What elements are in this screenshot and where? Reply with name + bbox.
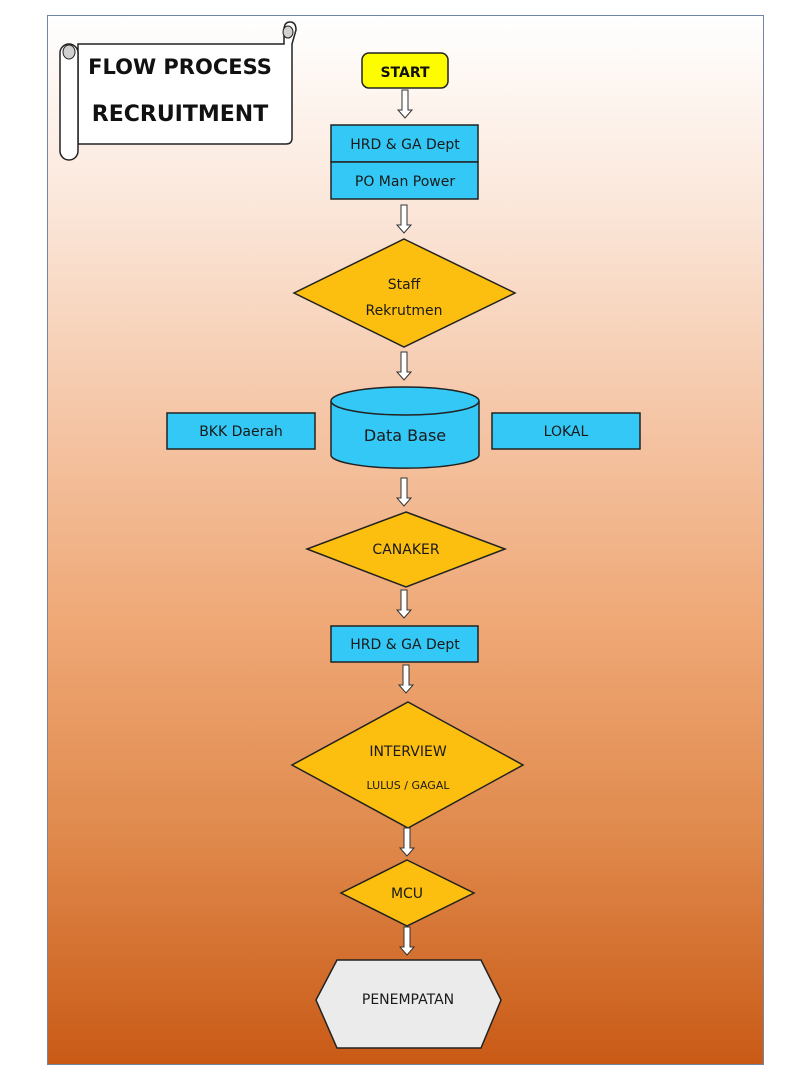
hrd-top-label: HRD & GA Dept	[350, 137, 460, 153]
penempatan-terminal[interactable]: PENEMPATAN	[315, 959, 502, 1049]
database-label: Data Base	[364, 426, 446, 445]
penempatan-label: PENEMPATAN	[362, 992, 454, 1008]
start-label: START	[380, 65, 430, 81]
interview-decision[interactable]: INTERVIEW LULUS / GAGAL	[290, 701, 525, 829]
title-scroll: FLOW PROCESS RECRUITMENT	[59, 21, 297, 161]
po-man-power-label: PO Man Power	[355, 174, 455, 190]
title-line2: RECRUITMENT	[92, 102, 268, 127]
arrow-icon	[399, 827, 415, 857]
bkk-daerah-node[interactable]: BKK Daerah	[166, 412, 316, 450]
mcu-decision[interactable]: MCU	[339, 859, 476, 927]
arrow-icon	[396, 477, 412, 507]
rekrutmen-label: Rekrutmen	[365, 303, 442, 319]
canaker-decision[interactable]: CANAKER	[304, 511, 508, 588]
canaker-label: CANAKER	[372, 542, 439, 558]
hrd-second-node[interactable]: HRD & GA Dept	[330, 625, 479, 663]
lokal-label: LOKAL	[544, 424, 589, 440]
arrow-icon	[396, 351, 412, 381]
title-line1: FLOW PROCESS	[88, 55, 272, 79]
staff-label: Staff	[388, 277, 421, 293]
hrd-second-label: HRD & GA Dept	[350, 637, 460, 653]
arrow-icon	[398, 664, 414, 694]
mcu-label: MCU	[391, 886, 423, 902]
arrow-icon	[397, 89, 413, 119]
lokal-node[interactable]: LOKAL	[491, 412, 641, 450]
staff-rekrutmen-decision[interactable]: Staff Rekrutmen	[292, 238, 517, 348]
bkk-daerah-label: BKK Daerah	[199, 424, 283, 440]
interview-result-label: LULUS / GAGAL	[367, 779, 451, 792]
start-node[interactable]: START	[361, 52, 449, 89]
database-node[interactable]: Data Base	[330, 386, 480, 469]
interview-label: INTERVIEW	[369, 744, 447, 760]
arrow-icon	[396, 589, 412, 619]
hrd-po-node[interactable]: HRD & GA Dept PO Man Power	[330, 124, 479, 200]
arrow-icon	[399, 926, 415, 956]
arrow-icon	[396, 204, 412, 234]
